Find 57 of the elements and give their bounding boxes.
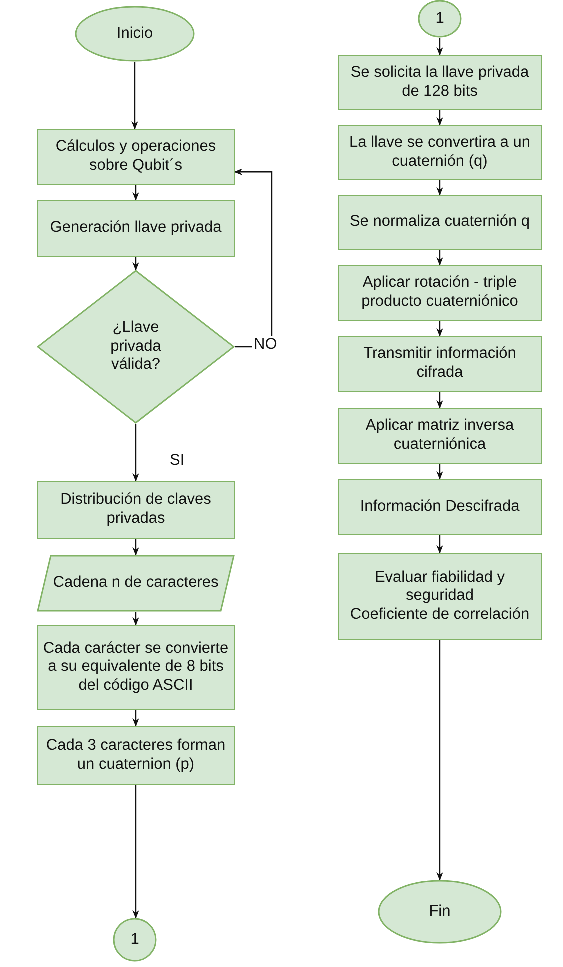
node-text: Cálculos y operaciones sobre Qubit´s	[54, 138, 218, 176]
process-box	[338, 408, 542, 464]
arrow	[436, 250, 444, 266]
process-box	[338, 553, 542, 640]
process-box	[37, 481, 235, 539]
node-text: Distribución de claves privadas	[60, 491, 212, 529]
arrow	[436, 640, 444, 881]
node-text: Inicio	[116, 24, 154, 44]
node-text: Información Descifrada	[359, 498, 521, 516]
arrow	[132, 612, 140, 626]
node-text: Aplicar rotación - triple producto cuaterniónico	[360, 274, 520, 312]
arrow	[234, 168, 273, 348]
node-text: Generación llave privada	[49, 219, 223, 238]
end-terminal	[378, 880, 502, 944]
arrow	[436, 464, 444, 480]
node-text: 1	[434, 10, 446, 28]
arrow	[132, 185, 140, 201]
node-text: Cada carácter se convierte a su equivalente de 8 bits del código ASCII	[42, 640, 230, 696]
node-text: La llave se convertira a un cuaternión (q)	[348, 134, 532, 172]
arrow	[436, 392, 444, 409]
process-box	[338, 125, 542, 180]
node-text: Coeficiente de correlación	[349, 606, 531, 624]
process-box	[37, 129, 235, 185]
input-parallelogram	[37, 555, 235, 612]
node-text: ¿Llave privada válida?	[110, 319, 162, 375]
arrow	[436, 38, 444, 56]
node-text: Evaluar fiabilidad y seguridad	[374, 568, 506, 606]
arrow	[132, 257, 140, 271]
connector-circle	[113, 918, 157, 962]
node-text: Cada 3 caracteres forman un cuaternion (p)	[45, 736, 227, 774]
arrow	[132, 710, 140, 727]
start-terminal	[75, 6, 195, 62]
process-box	[37, 726, 235, 785]
process-box	[338, 479, 542, 535]
node-text: Transmitir información cifrada	[362, 345, 518, 383]
node-text: Aplicar matriz inversa cuaterniónica	[364, 417, 516, 455]
arrow	[132, 785, 140, 919]
process-box	[37, 200, 235, 257]
arrow	[132, 424, 140, 482]
node-text: Fin	[428, 902, 452, 922]
connector-circle	[418, 0, 462, 38]
process-box	[338, 55, 542, 110]
node-text: Se normaliza cuaternión q	[348, 213, 532, 232]
arrow	[132, 62, 138, 130]
decision-diamond	[37, 270, 235, 424]
arrow	[436, 321, 444, 337]
process-box	[338, 195, 542, 250]
arrow	[436, 110, 444, 126]
process-box	[338, 265, 542, 321]
arrow	[436, 180, 444, 196]
process-box	[37, 625, 235, 710]
arrow	[132, 539, 140, 556]
node-text: Cadena n de caracteres	[52, 574, 220, 593]
process-box	[338, 336, 542, 392]
node-text: Se solicita la llave privada de 128 bits	[350, 64, 530, 102]
node-text: 1	[130, 930, 140, 950]
arrow	[436, 535, 444, 554]
